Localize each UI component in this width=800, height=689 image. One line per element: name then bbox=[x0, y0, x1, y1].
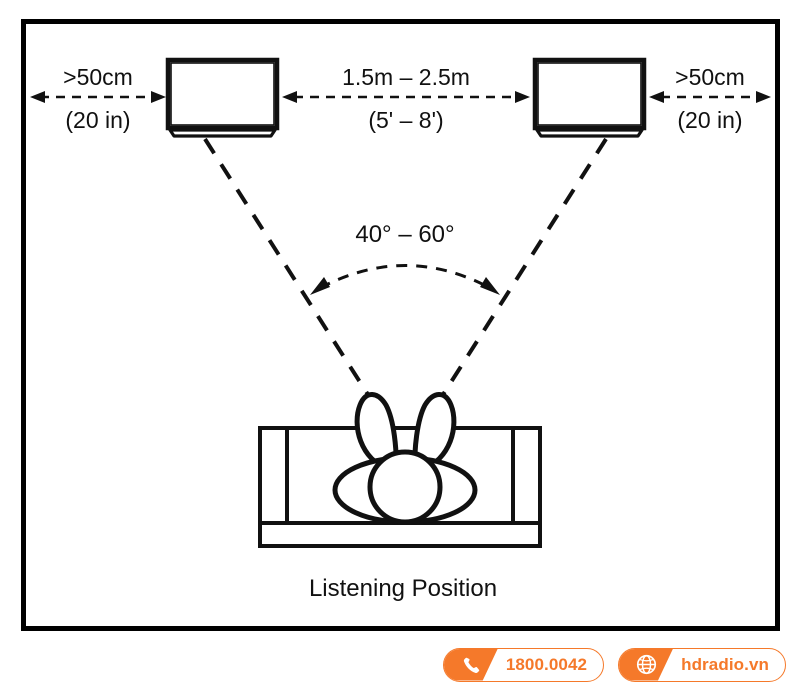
right-distance-metric: >50cm bbox=[675, 64, 745, 90]
center-distance-arrow bbox=[282, 91, 530, 103]
left-distance-imperial: (20 in) bbox=[65, 107, 130, 133]
globe-icon bbox=[636, 654, 657, 675]
center-distance-metric: 1.5m – 2.5m bbox=[342, 64, 470, 90]
left-distance-metric: >50cm bbox=[63, 64, 133, 90]
listener-right-ear bbox=[412, 392, 457, 473]
phone-icon bbox=[462, 656, 480, 674]
right-speaker bbox=[532, 57, 647, 138]
listening-angle-arc bbox=[310, 264, 500, 295]
website-badge[interactable]: hdradio.vn bbox=[618, 647, 786, 682]
right-distance-arrow bbox=[649, 91, 771, 103]
listener bbox=[332, 392, 478, 525]
footer-contact-bar: 1800.0042 hdradio.vn bbox=[0, 640, 800, 689]
center-distance-imperial: (5' – 8') bbox=[368, 107, 443, 133]
phone-badge[interactable]: 1800.0042 bbox=[442, 647, 605, 682]
phone-icon-area bbox=[443, 648, 498, 681]
left-distance-arrow bbox=[30, 91, 166, 103]
left-speaker bbox=[165, 57, 280, 138]
listener-left-ear bbox=[354, 392, 399, 473]
listening-position-caption: Listening Position bbox=[309, 575, 497, 602]
phone-number-label: 1800.0042 bbox=[505, 654, 588, 674]
right-distance-imperial: (20 in) bbox=[677, 107, 742, 133]
listening-angle-label: 40° – 60° bbox=[355, 221, 454, 248]
website-label: hdradio.vn bbox=[681, 654, 769, 674]
listener-head bbox=[367, 449, 443, 525]
globe-icon-area bbox=[619, 648, 674, 681]
